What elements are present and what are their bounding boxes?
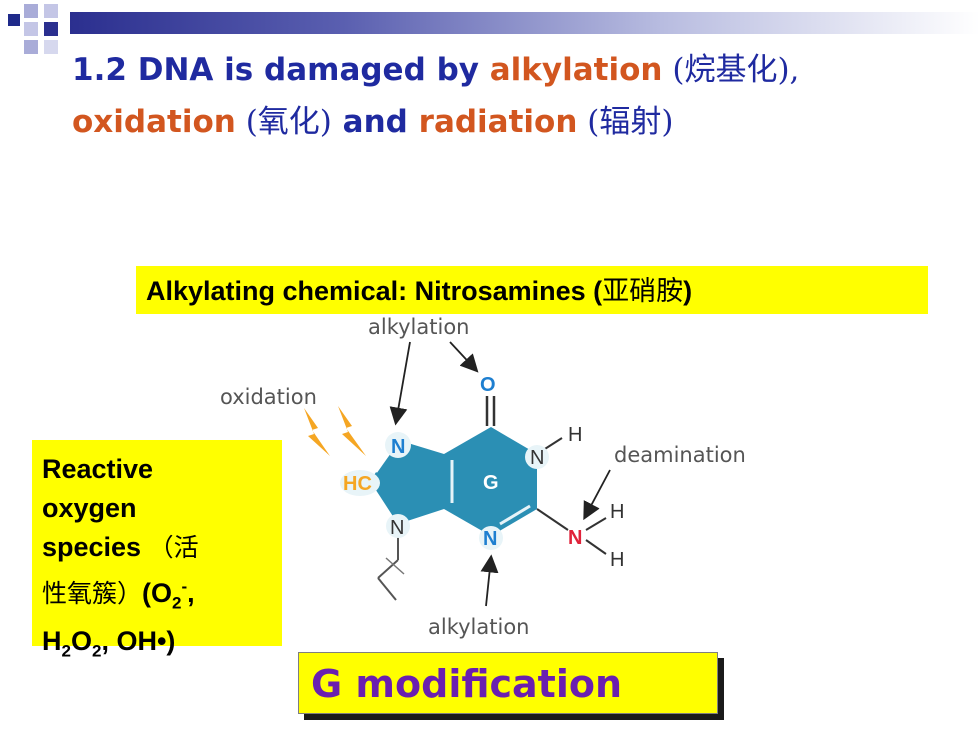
ros-line-4-cn: 性氧簇） [42,579,143,608]
corner-square-dark [44,22,58,36]
alkylating-chemical-box: Alkylating chemical: Nitrosamines (亚硝胺) [136,266,928,314]
atom-bg [385,432,411,458]
title-radiation: radiation [418,104,578,140]
ros-line-4-text: (O [142,578,173,608]
atom-N-bottom: N [483,528,497,550]
title-radiation-cn: (辐射) [577,104,674,140]
amine-bond [536,508,569,531]
atom-bg [479,371,499,393]
title-oxidation-cn: (氧化) [235,104,332,140]
sugar-hash [385,557,405,575]
corner-square-light [24,4,38,18]
atom-N-top: N [391,436,405,458]
atom-N-amine: N [568,527,582,549]
amine-h-bond [585,539,607,555]
ros-line-4-sub: 2 [172,593,182,613]
ros-line-5: H2O2, OH•) [42,622,282,670]
amine-h-bond [585,517,607,531]
corner-square-light [44,40,58,54]
ros-line-4-end: , [187,578,195,608]
arrow-alkylation-n7 [389,341,411,426]
sugar-bond [377,559,399,579]
reactive-oxygen-species-box: Reactive oxygen species （活 性氧簇）(O2-, H2O… [32,440,282,661]
ros-line-3-text: species [42,532,149,562]
five-membered-ring [370,440,444,524]
alkylating-text-cn: 亚硝胺 [602,276,684,307]
title-and: and [331,104,419,140]
ros-line-2: oxygen [42,493,137,523]
atom-H-top: H [568,424,582,446]
header-gradient-bar [70,12,980,34]
alkylating-text-end: ) [683,276,693,306]
atom-HC: HC [343,473,372,495]
ros-line-4: 性氧簇）(O2-, [42,567,282,622]
title-oxidation: oxidation [72,104,236,140]
ros-line-5-sub1: 2 [61,641,71,661]
inner-bond-line [499,504,531,526]
slide-title: 1.2 DNA is damaged by alkylation (烷基化), … [72,44,952,148]
guanine-diagram: O N HC G N H N N N H H alkylation oxidat… [220,315,746,639]
ros-line-5-a: H [42,626,62,657]
corner-square-dark [8,14,20,26]
ros-line-3: species （活 [42,528,282,567]
sugar-bond [377,577,397,601]
title-alkylation-cn: (烷基化), [662,52,800,88]
arrow-alkylation-n3 [480,554,499,607]
lightning-bolt-icon [304,408,330,456]
alkylating-text: Alkylating chemical: Nitrosamines ( [146,276,603,306]
six-membered-ring [444,427,537,536]
title-prefix: 1.2 DNA is damaged by [72,52,490,88]
ros-line-4-sup: - [181,577,188,596]
label-alkylation-bottom: alkylation [428,615,529,639]
title-alkylation: alkylation [489,52,663,88]
atom-N-left: N [390,517,404,539]
atom-O: O [480,374,496,396]
g-modification-box: G modification [298,652,718,714]
corner-square-light [44,4,58,18]
ros-line-5-c: , OH•) [101,626,176,657]
atom-bg [386,514,410,538]
arrow-deamination [583,469,611,521]
atom-N-right: N [530,447,544,469]
atom-bg [479,526,503,550]
lightning-bolt-icon [338,406,366,456]
ros-line-5-b: O [70,626,92,657]
label-oxidation: oxidation [220,385,317,409]
corner-square-light [24,22,38,36]
corner-square-light [24,40,38,54]
label-deamination: deamination [614,443,746,467]
atom-H-amine2: H [610,549,624,571]
ros-line-5-sub2: 2 [91,641,102,661]
arrow-alkylation-o6 [449,341,479,373]
atom-G: G [483,472,499,494]
ros-line-1: Reactive [42,454,154,484]
label-alkylation-top: alkylation [368,315,469,339]
atom-bg [525,445,549,469]
atom-bg [340,470,380,496]
atom-H-amine1: H [610,501,624,523]
ros-line-3-cn: （活 [148,533,199,562]
